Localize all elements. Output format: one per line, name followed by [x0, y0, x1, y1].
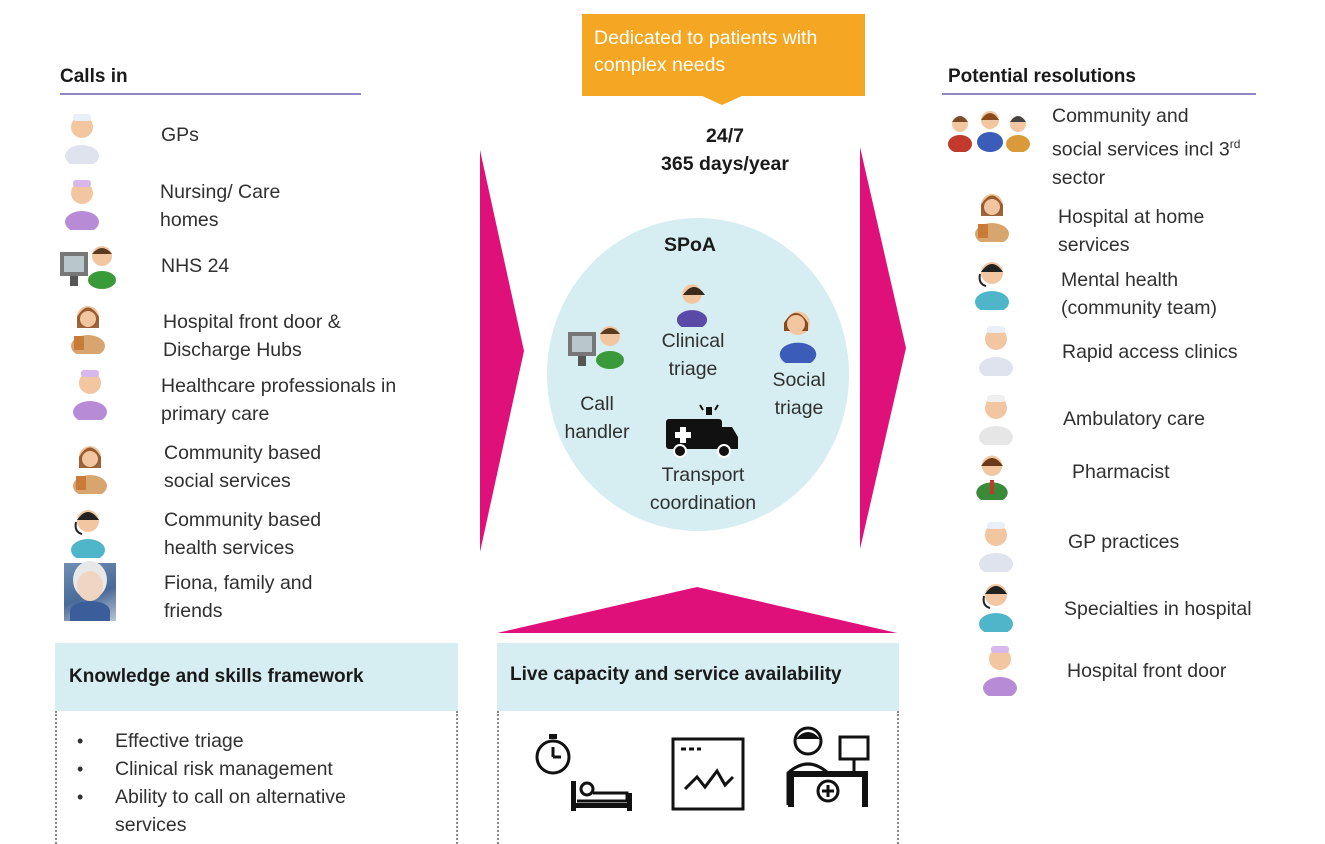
nurse-icon: [980, 646, 1020, 696]
clipboard-worker-icon: [68, 300, 108, 354]
doctor-icon: [976, 326, 1016, 376]
availability-line-2: 365 days/year: [661, 153, 789, 175]
call-operator-icon: [60, 246, 116, 289]
knowledge-box-header: Knowledge and skills framework: [55, 643, 458, 711]
doctor-icon: [976, 522, 1016, 572]
resolution-item: Ambulatory care: [1063, 408, 1205, 430]
calls-in-item: GPs: [161, 124, 199, 146]
nurse-icon: [70, 370, 110, 420]
knowledge-box-title: Knowledge and skills framework: [69, 666, 364, 687]
bottom-flow-arrow: [497, 587, 897, 633]
stopwatch-bed-icon: [535, 734, 632, 811]
banner-pointer: [700, 95, 744, 105]
banner-line-2: complex needs: [594, 54, 726, 76]
nurse-icon: [62, 180, 102, 230]
calls-in-item: NHS 24: [161, 255, 230, 277]
resolution-item: Specialties in hospital: [1064, 598, 1252, 620]
resolution-item: Community and social services incl 3rd s…: [1052, 105, 1241, 189]
clipboard-worker-icon: [70, 440, 110, 494]
knowledge-bullets: Effective triage Clinical risk managemen…: [77, 727, 346, 839]
monitor-chart-icon: [671, 737, 745, 811]
resolutions-heading: Potential resolutions: [948, 66, 1136, 87]
spoa-circle: [547, 218, 849, 531]
elderly-woman-photo: [64, 563, 116, 621]
reception-desk-icon: [786, 726, 870, 807]
banner-line-1: Dedicated to patients with: [594, 27, 818, 49]
bullet-item: Clinical risk management: [77, 755, 346, 783]
headset-nurse-icon: [972, 256, 1012, 310]
calls-in-rule: [60, 93, 361, 95]
capacity-box-body: [497, 711, 899, 844]
doctor-icon: [976, 395, 1016, 445]
capacity-box-header: Live capacity and service availability: [497, 643, 899, 711]
bullet-item: Effective triage: [77, 727, 346, 755]
doctor-icon: [62, 114, 102, 164]
headset-nurse-icon: [976, 578, 1016, 632]
resolutions-rule: [942, 93, 1256, 95]
top-banner: Dedicated to patients with complex needs: [582, 14, 865, 96]
resolution-item: Hospital front door: [1067, 660, 1227, 682]
calls-in-item: Hospital front door &Discharge Hubs: [163, 311, 341, 361]
group-people-icon: [948, 111, 1030, 152]
ambulance-icon: [666, 404, 738, 458]
resolution-item: GP practices: [1068, 531, 1180, 553]
availability-line-1: 24/7: [706, 125, 744, 147]
pharmacist-icon: [972, 450, 1012, 500]
spoa-title: SPoA: [663, 234, 716, 256]
knowledge-box-body: Effective triage Clinical risk managemen…: [55, 711, 458, 844]
calls-in-heading: Calls in: [60, 66, 128, 87]
resolution-item: Rapid access clinics: [1062, 341, 1238, 363]
right-flow-arrow: [860, 147, 906, 549]
resolution-item: Pharmacist: [1072, 461, 1170, 483]
headset-nurse-icon: [68, 504, 108, 558]
left-flow-arrow: [480, 150, 524, 552]
clinician-icon: [674, 279, 710, 327]
clipboard-worker-icon: [972, 188, 1012, 242]
social-worker-icon: [776, 305, 820, 363]
call-operator-icon: [568, 326, 624, 369]
resolution-item: Mental health(community team): [1061, 269, 1218, 319]
capacity-box-title: Live capacity and service availability: [510, 664, 842, 685]
